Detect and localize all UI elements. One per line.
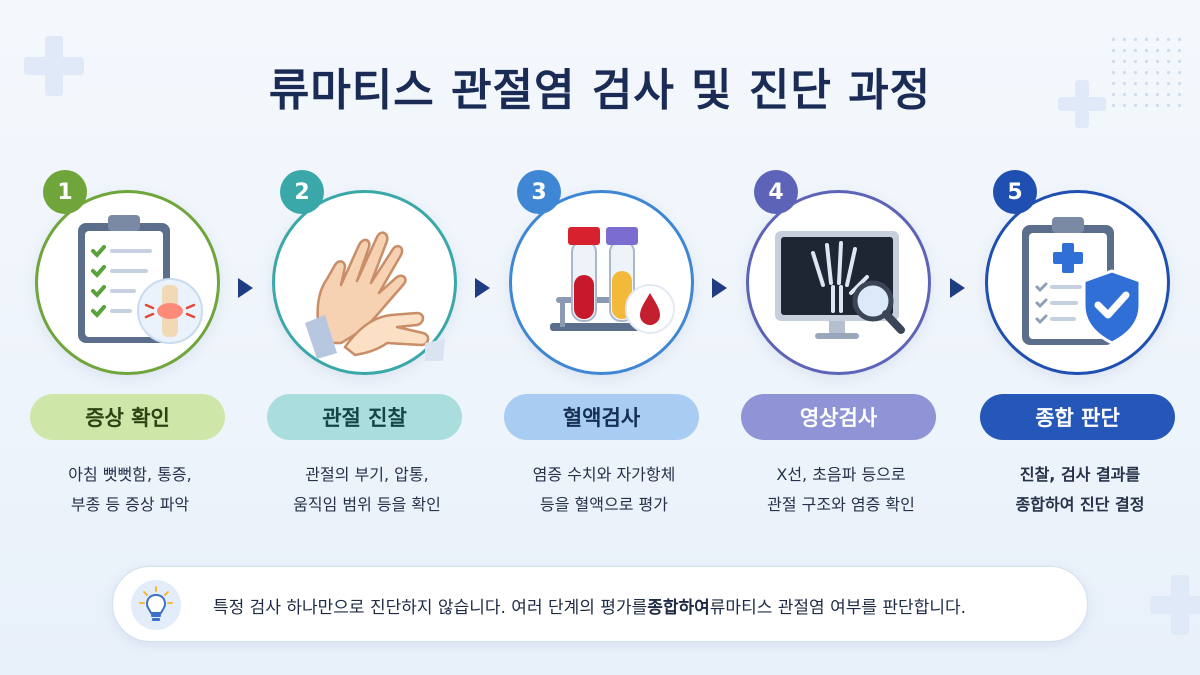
step-1-desc: 아침 뻣뻣함, 통증, 부종 등 증상 파악 [68,465,192,514]
step-4-circle [746,190,931,375]
step-2: 2 관절 진찰 관절의 부기, 압통, 움직임 범위 등을 확인 [262,170,472,550]
step-1: 1 증상 확인 아침 뻣뻣함, 통증, 부종 등 증상 파악 [25,170,235,550]
step-5-desc: 진찰, 검사 결과를 종합하여 진단 결정 [1015,465,1145,514]
step-4-label: 영상검사 [741,394,936,440]
step-5-badge: 5 [993,170,1037,214]
arrow-right-icon [950,278,965,298]
hand-exam-icon [305,231,445,361]
lightbulb-icon [131,580,181,630]
arrow-right-icon [238,278,253,298]
step-3: 3 혈액검사 염증 수치와 자가항체 등을 혈액으로 평가 [499,170,709,550]
blood-tubes-icon [550,227,675,334]
clipboard-shield-icon [1022,217,1142,345]
step-4-desc: X선, 초음파 등으로 관절 구조와 염증 확인 [767,465,915,514]
step-4: 4 영상검사 X선, 초음파 등으로 관절 구조와 염증 확인 [736,170,946,550]
decor-cross-icon [1150,575,1200,635]
step-4-badge: 4 [754,170,798,214]
arrow-right-icon [475,278,490,298]
step-3-desc: 염증 수치와 자가항체 등을 혈액으로 평가 [532,465,676,514]
step-5: 5 종합 판단 진찰, 검사 결과를 종합하여 진단 결정 [975,170,1185,550]
xray-monitor-icon [775,231,905,339]
decor-cross-icon [1058,80,1106,128]
step-3-label: 혈액검사 [504,394,699,440]
step-3-badge: 3 [517,170,561,214]
step-2-desc: 관절의 부기, 압통, 움직임 범위 등을 확인 [293,465,441,514]
step-2-badge: 2 [280,170,324,214]
step-1-badge: 1 [43,170,87,214]
step-1-label: 증상 확인 [30,394,225,440]
step-5-label: 종합 판단 [980,394,1175,440]
decor-cross-icon [24,36,84,96]
clipboard-joint-icon [78,215,203,344]
step-3-circle [509,190,694,375]
decor-dots [1108,34,1186,112]
step-5-circle [985,190,1170,375]
step-1-circle [35,190,220,375]
summary-note-text: 특정 검사 하나만으로 진단하지 않습니다. 여러 단계의 평가를 종합하여 류… [213,597,967,618]
page-title: 류마티스 관절염 검사 및 진단 과정 [268,65,932,116]
step-2-circle [272,190,457,375]
summary-note: 특정 검사 하나만으로 진단하지 않습니다. 여러 단계의 평가를 종합하여 류… [112,566,1088,642]
step-2-label: 관절 진찰 [267,394,462,440]
arrow-right-icon [712,278,727,298]
